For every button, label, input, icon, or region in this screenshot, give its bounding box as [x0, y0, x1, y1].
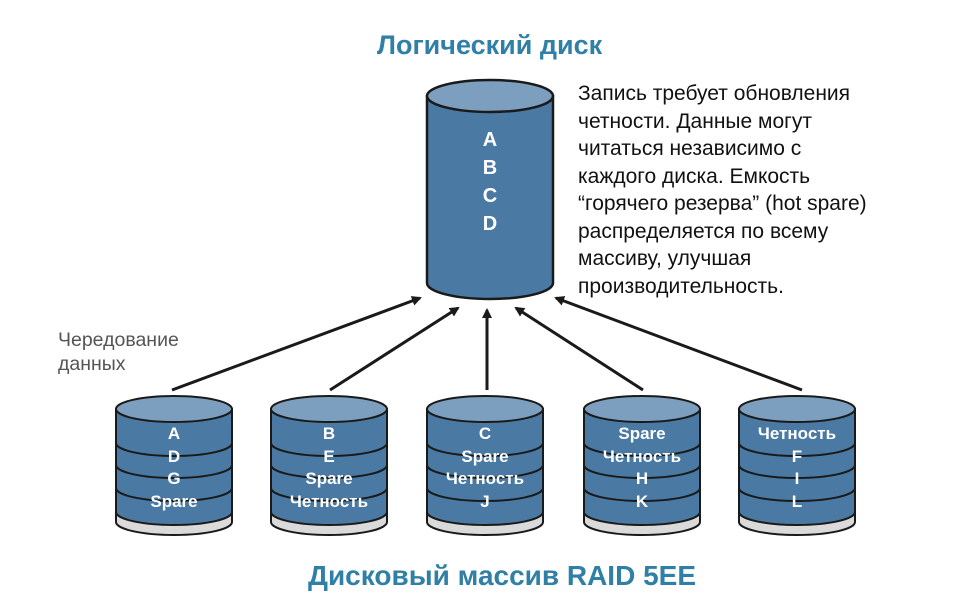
disk-array-title: Дисковый массив RAID 5EE	[308, 560, 697, 591]
logical-block-label: A	[483, 129, 497, 151]
disk-divider	[583, 464, 701, 479]
logical-block-label: D	[483, 213, 497, 235]
disk-block-label: Spare	[150, 492, 197, 511]
disk-divider	[115, 442, 233, 457]
striping-label: Чередование данных	[58, 329, 179, 375]
arrow	[554, 296, 803, 392]
logical-block-label: B	[483, 157, 497, 179]
disk-divider	[583, 442, 701, 457]
logical-disk-top	[425, 78, 555, 114]
disk-divider	[115, 487, 233, 502]
disk-block-label: H	[636, 469, 648, 488]
logical-disk-body	[425, 94, 555, 301]
disk-divider	[426, 487, 544, 502]
disk-block-label: A	[168, 424, 180, 443]
disk-divider	[426, 464, 544, 479]
disk-block-label: E	[323, 447, 334, 466]
disk-divider	[270, 487, 388, 502]
description-text: Запись требует обновления четности. Данн…	[578, 82, 867, 298]
disk-block-label: Четность	[446, 469, 524, 488]
disk-body	[115, 408, 233, 526]
logical-disk-cylinder: A B C D	[425, 78, 555, 301]
disk-body	[270, 408, 388, 526]
disk-block-label: F	[792, 447, 802, 466]
disk-block-label: Spare	[618, 424, 665, 443]
disk-divider	[426, 442, 544, 457]
physical-disk: A D G Spare	[115, 395, 233, 536]
disk-block-label: C	[479, 424, 491, 443]
physical-disk: Четность F I L	[738, 395, 856, 536]
disk-body	[583, 408, 701, 526]
disk-block-label: Четность	[290, 492, 368, 511]
logical-disk-title: Логический диск	[377, 30, 603, 60]
disk-block-label: Spare	[305, 469, 352, 488]
disk-block-label: I	[795, 469, 800, 488]
disk-block-label: L	[792, 492, 802, 511]
disk-block-label: G	[167, 469, 180, 488]
arrow	[329, 306, 460, 392]
disk-block-label: J	[480, 492, 489, 511]
disk-divider	[738, 464, 856, 479]
disk-top	[115, 395, 233, 423]
disk-divider	[270, 442, 388, 457]
disk-top	[583, 395, 701, 423]
arrows	[171, 296, 803, 392]
disk-block-label: Spare	[461, 447, 508, 466]
arrow	[171, 296, 422, 392]
disk-top	[426, 395, 544, 423]
disk-block-label: D	[168, 447, 180, 466]
disk-body	[738, 408, 856, 526]
arrow	[514, 306, 644, 392]
physical-disk: B E Spare Четность	[270, 395, 388, 536]
physical-disk: Spare Четность H K	[583, 395, 701, 536]
physical-disk: C Spare Четность J	[426, 395, 544, 536]
disk-divider	[583, 487, 701, 502]
disk-divider	[270, 464, 388, 479]
disk-top	[738, 395, 856, 423]
disk-body	[426, 408, 544, 526]
disk-top	[270, 395, 388, 423]
disk-block-label: Четность	[603, 447, 681, 466]
disk-divider	[738, 442, 856, 457]
disk-block-label: K	[636, 492, 649, 511]
disk-block-label: B	[323, 424, 335, 443]
disk-divider	[738, 487, 856, 502]
disk-block-label: Четность	[758, 424, 836, 443]
logical-block-label: C	[483, 185, 497, 207]
disk-divider	[115, 464, 233, 479]
